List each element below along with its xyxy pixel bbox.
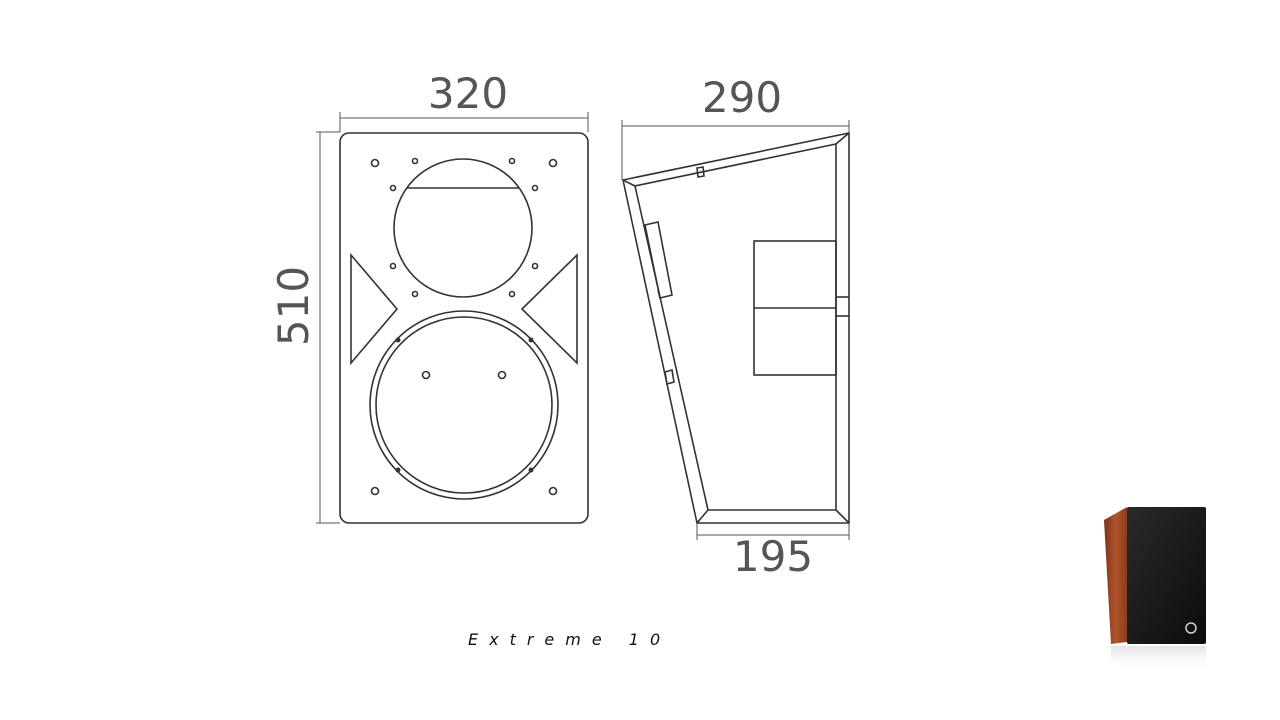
front-width-label: 320 (428, 69, 508, 118)
front-view: 320 510 (269, 69, 589, 524)
terminal-box (753, 240, 849, 376)
side-view: 290 195 (621, 73, 850, 581)
front-width-dimension: 320 (339, 69, 589, 132)
side-top-depth-label: 290 (702, 73, 782, 122)
mounting-screws (370, 157, 558, 496)
speaker-photo-icon (1104, 507, 1206, 672)
side-cabinet-inner (634, 143, 837, 511)
side-bottom-dimension: 195 (696, 520, 850, 581)
model-caption: Extreme 10 (468, 630, 672, 649)
front-baffle (339, 132, 589, 524)
side-cabinet-outer (622, 132, 850, 524)
side-bottom-depth-label: 195 (733, 532, 813, 581)
height-dimension: 510 (269, 131, 340, 524)
side-top-dimension: 290 (621, 73, 850, 180)
right-port (520, 253, 578, 365)
rear-bracket (644, 221, 673, 299)
woofer (369, 310, 559, 500)
left-port (350, 252, 399, 366)
horn-opening (393, 158, 533, 298)
height-label: 510 (269, 266, 318, 346)
